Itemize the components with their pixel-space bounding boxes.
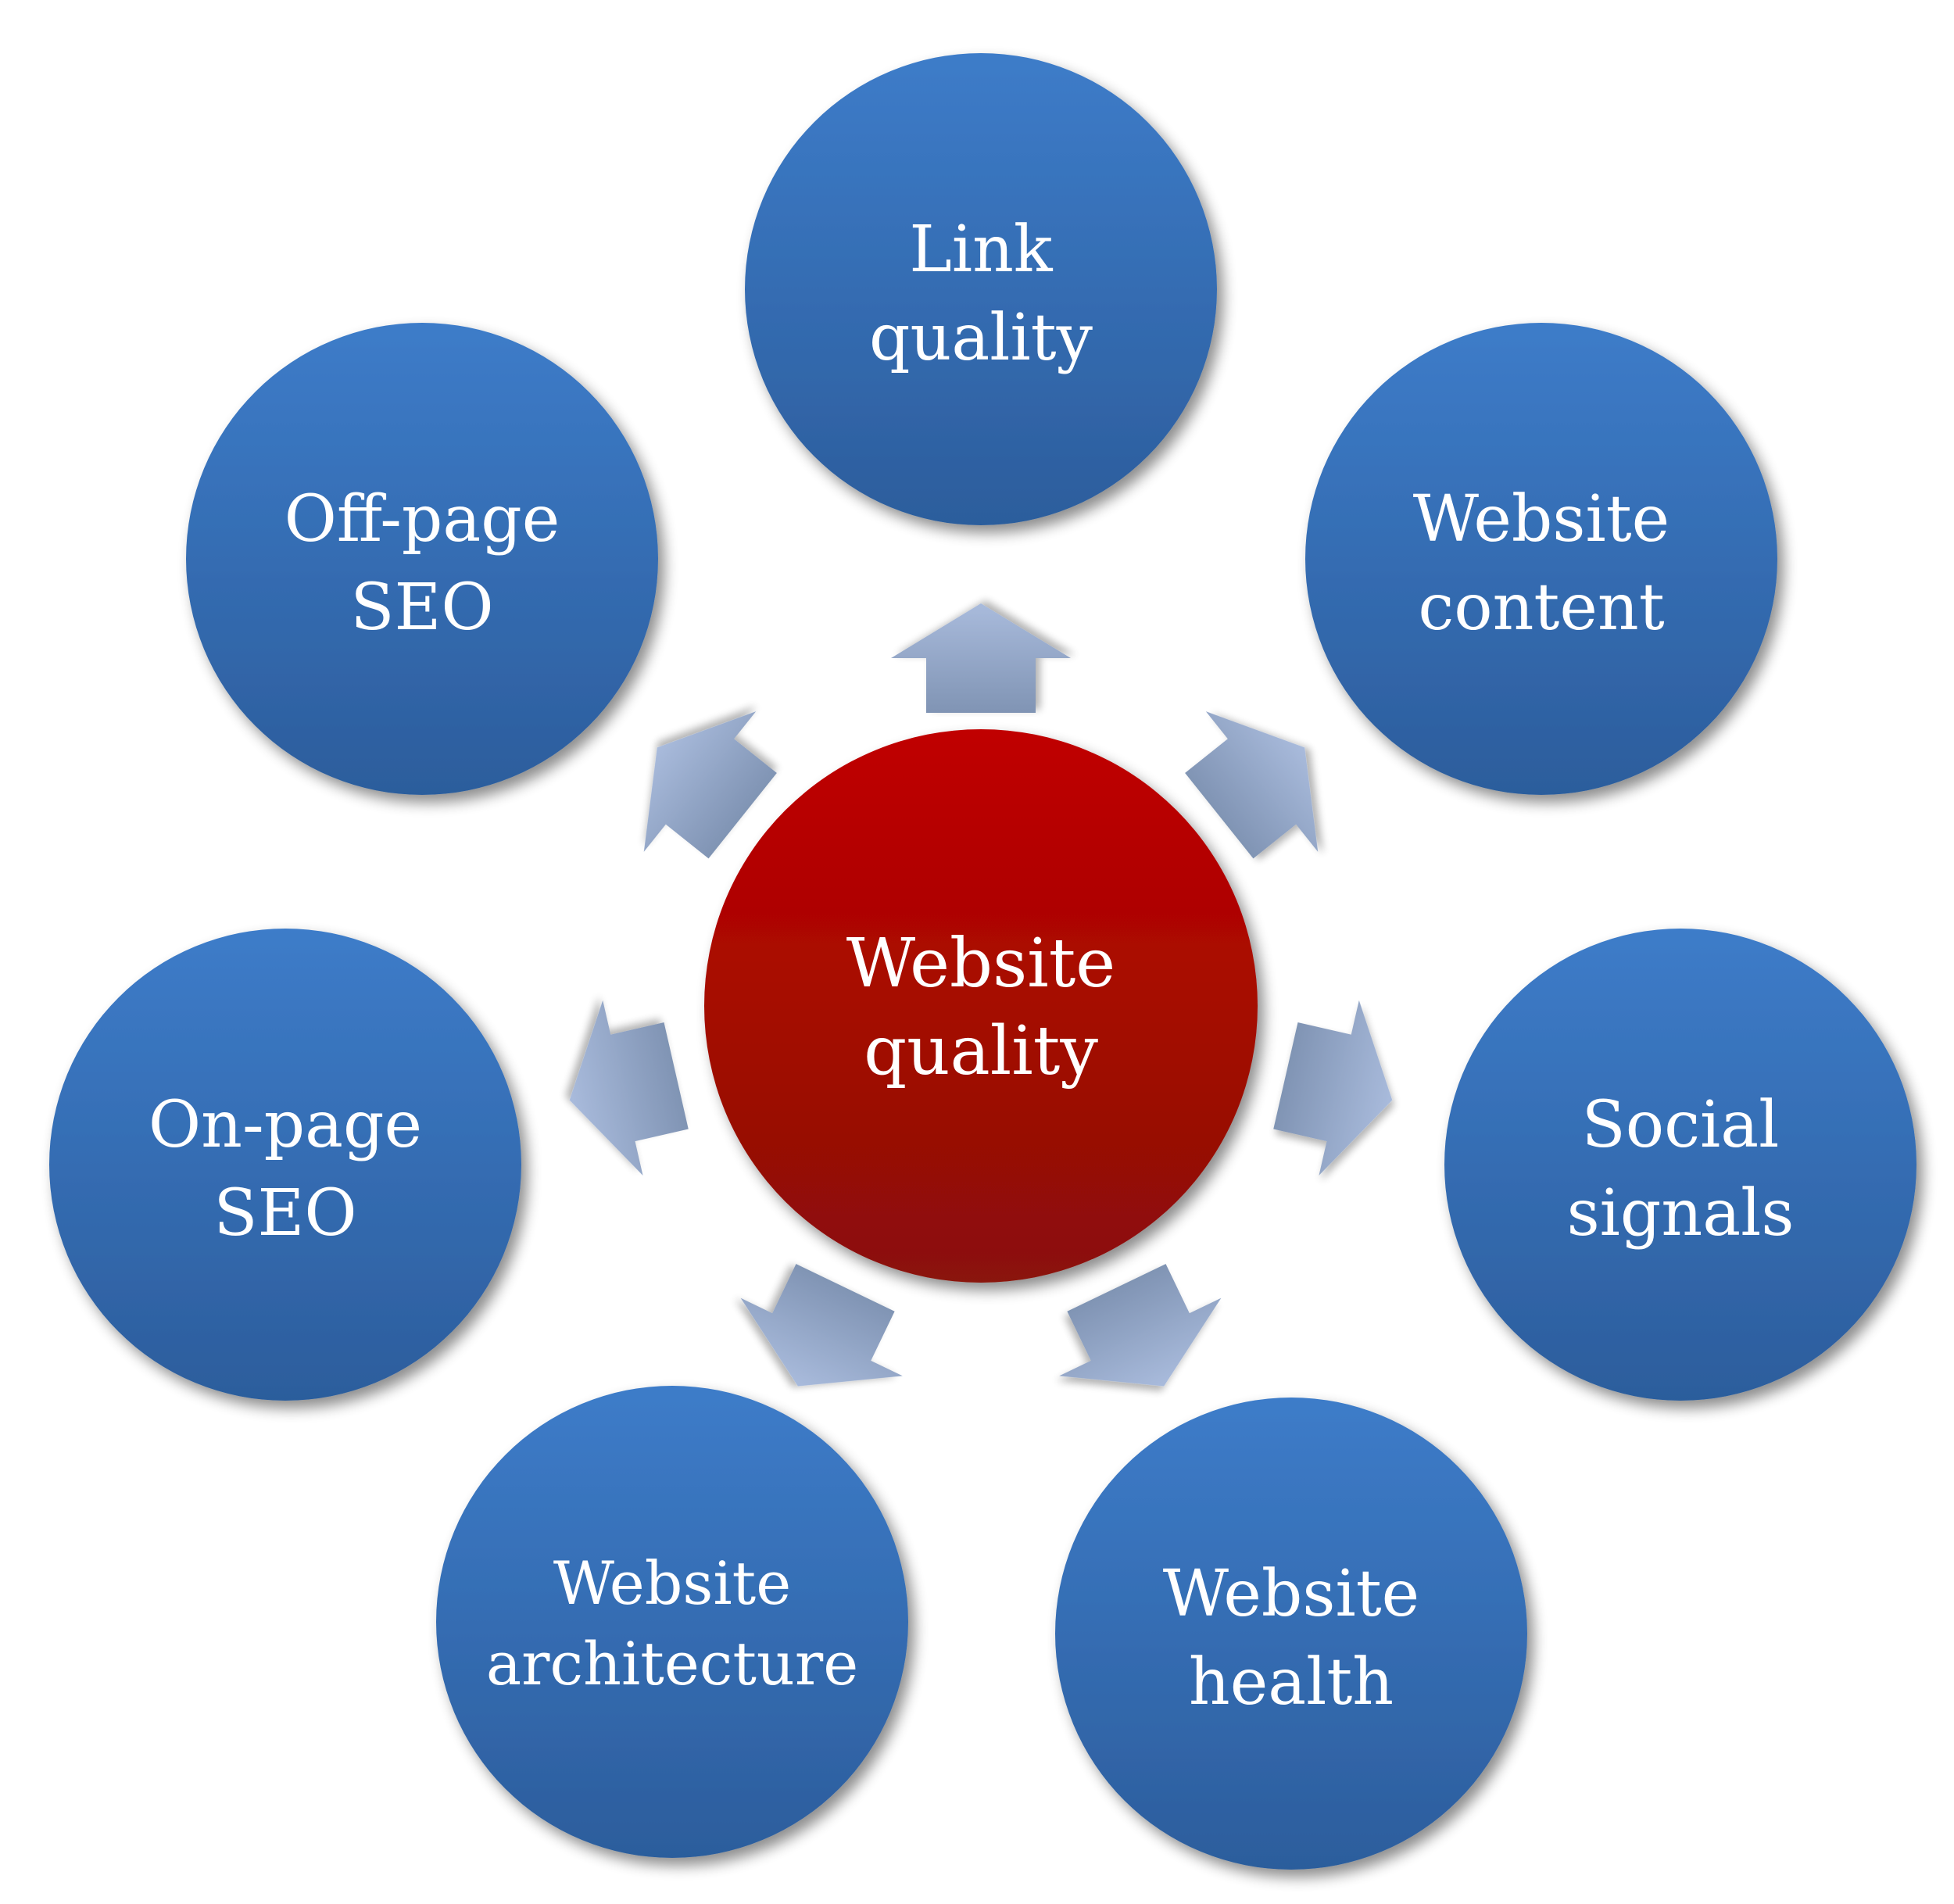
arrow-social-signals <box>1273 1000 1393 1176</box>
node-line-1: Social <box>1582 1088 1780 1162</box>
node-line-2: SEO <box>213 1176 356 1251</box>
node-circle <box>1305 323 1777 795</box>
arrow-website-health <box>1059 1264 1222 1387</box>
node-circle <box>186 323 658 795</box>
arrow-website-architecture <box>740 1264 903 1387</box>
node-line-1: Off-page <box>285 482 560 557</box>
node-line-2: architecture <box>486 1629 858 1698</box>
arrow-on-page-seo <box>569 1000 689 1176</box>
node-line-2: quality <box>869 301 1093 375</box>
node-line-2: SEO <box>350 571 493 645</box>
node-circle <box>436 1386 908 1858</box>
arrow-website-content <box>1185 711 1319 859</box>
node-line-2: signals <box>1567 1176 1795 1251</box>
node-line-1: Website <box>553 1548 791 1618</box>
node-circle <box>745 53 1217 525</box>
hub-line-1: Website <box>846 925 1115 1003</box>
node-off-page-seo: Off-page SEO <box>186 323 658 795</box>
node-line-2: content <box>1418 571 1664 645</box>
node-on-page-seo: On-page SEO <box>49 929 521 1401</box>
node-circle <box>1055 1398 1527 1870</box>
hub-line-2: quality <box>864 1012 1098 1090</box>
arrows-layer <box>569 603 1393 1387</box>
node-line-1: Website <box>1413 482 1669 557</box>
node-link-quality: Link quality <box>745 53 1217 525</box>
node-circle <box>1444 929 1916 1401</box>
node-line-2: health <box>1189 1645 1394 1720</box>
hub-node: Website quality <box>704 729 1258 1283</box>
node-circle <box>49 929 521 1401</box>
hub-circle <box>704 729 1258 1283</box>
node-website-health: Website health <box>1055 1398 1527 1870</box>
node-line-1: Link <box>909 213 1053 287</box>
node-website-content: Website content <box>1305 323 1777 795</box>
node-line-1: Website <box>1163 1557 1419 1631</box>
node-social-signals: Social signals <box>1444 929 1916 1401</box>
node-website-architecture: Website architecture <box>436 1386 908 1858</box>
arrow-off-page-seo <box>643 711 777 859</box>
arrow-link-quality <box>891 603 1071 713</box>
node-line-1: On-page <box>149 1088 422 1162</box>
